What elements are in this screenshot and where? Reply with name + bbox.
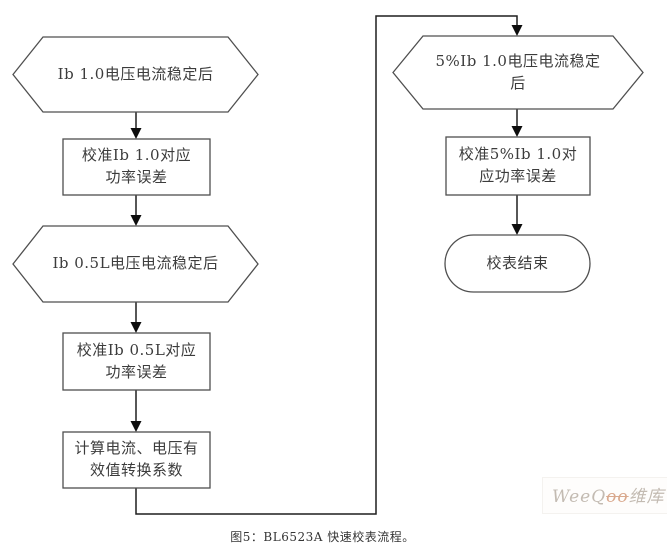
rect-shape-calibrate-ib05l xyxy=(62,332,211,391)
node-label-text: 校准5%Ib 1.0对 应功率误差 xyxy=(458,145,578,185)
watermark-accent: oo xyxy=(606,487,629,507)
hexagon-shape-ib05l xyxy=(12,225,259,303)
node-label-text: 校表结束 xyxy=(486,253,549,272)
rect-shape-calibrate-5pct xyxy=(445,136,591,196)
node-ib05l-stable: Ib 0.5L电压电流稳定后 xyxy=(13,226,258,302)
arrowhead-into-rect4 xyxy=(511,126,523,137)
arrowhead-into-rect2 xyxy=(130,322,142,333)
watermark: WeeQoo维库 xyxy=(542,477,667,514)
node-label-text: 校准Ib 0.5L对应 功率误差 xyxy=(76,340,197,381)
node-label-text: 5%Ib 1.0电压电流稳定 后 xyxy=(435,51,601,92)
node-calibrate-ib05l-power-error: 校准Ib 0.5L对应 功率误差 xyxy=(63,333,210,390)
node-calibrate-ib10-power-error: 校准Ib 1.0对应 功率误差 xyxy=(63,139,210,195)
arrowheads xyxy=(130,25,523,432)
hexagon-shape-5pct-ib10 xyxy=(392,35,644,110)
connector-lines xyxy=(135,15,518,515)
watermark-prefix: WeeQ xyxy=(552,487,607,507)
figure-caption: 图5：BL6523A 快速校表流程。 xyxy=(230,530,415,544)
node-5pct-ib10-stable: 5%Ib 1.0电压电流稳定 后 xyxy=(393,36,643,109)
terminator-shape-end xyxy=(444,234,591,293)
arrowhead-into-end xyxy=(511,224,523,235)
hexagon-shape-ib10 xyxy=(12,36,259,113)
arrowhead-into-hex2 xyxy=(130,215,142,226)
node-ib10-stable: Ib 1.0电压电流稳定后 xyxy=(13,37,258,112)
node-shapes xyxy=(12,35,644,489)
watermark-suffix: 维库 xyxy=(628,487,665,507)
rect-shape-calibrate-ib10 xyxy=(62,138,211,196)
node-label-text: Ib 0.5L电压电流稳定后 xyxy=(52,254,219,273)
node-label-text: 计算电流、电压有 效值转换系数 xyxy=(74,439,199,479)
connector-rect3-to-hex3-elbow xyxy=(135,15,518,515)
node-calibrate-5pct-ib10-power-error: 校准5%Ib 1.0对 应功率误差 xyxy=(446,137,590,195)
rect-shape-compute-rms xyxy=(62,431,211,489)
arrowhead-into-hex3 xyxy=(511,25,523,36)
node-label-text: 校准Ib 1.0对应 功率误差 xyxy=(81,146,192,186)
node-calibration-end: 校表结束 xyxy=(445,235,590,292)
node-label-text: Ib 1.0电压电流稳定后 xyxy=(57,64,214,83)
arrowhead-into-rect3 xyxy=(130,421,142,432)
arrowhead-into-rect1 xyxy=(130,128,142,139)
node-compute-rms-coefficients: 计算电流、电压有 效值转换系数 xyxy=(63,432,210,488)
